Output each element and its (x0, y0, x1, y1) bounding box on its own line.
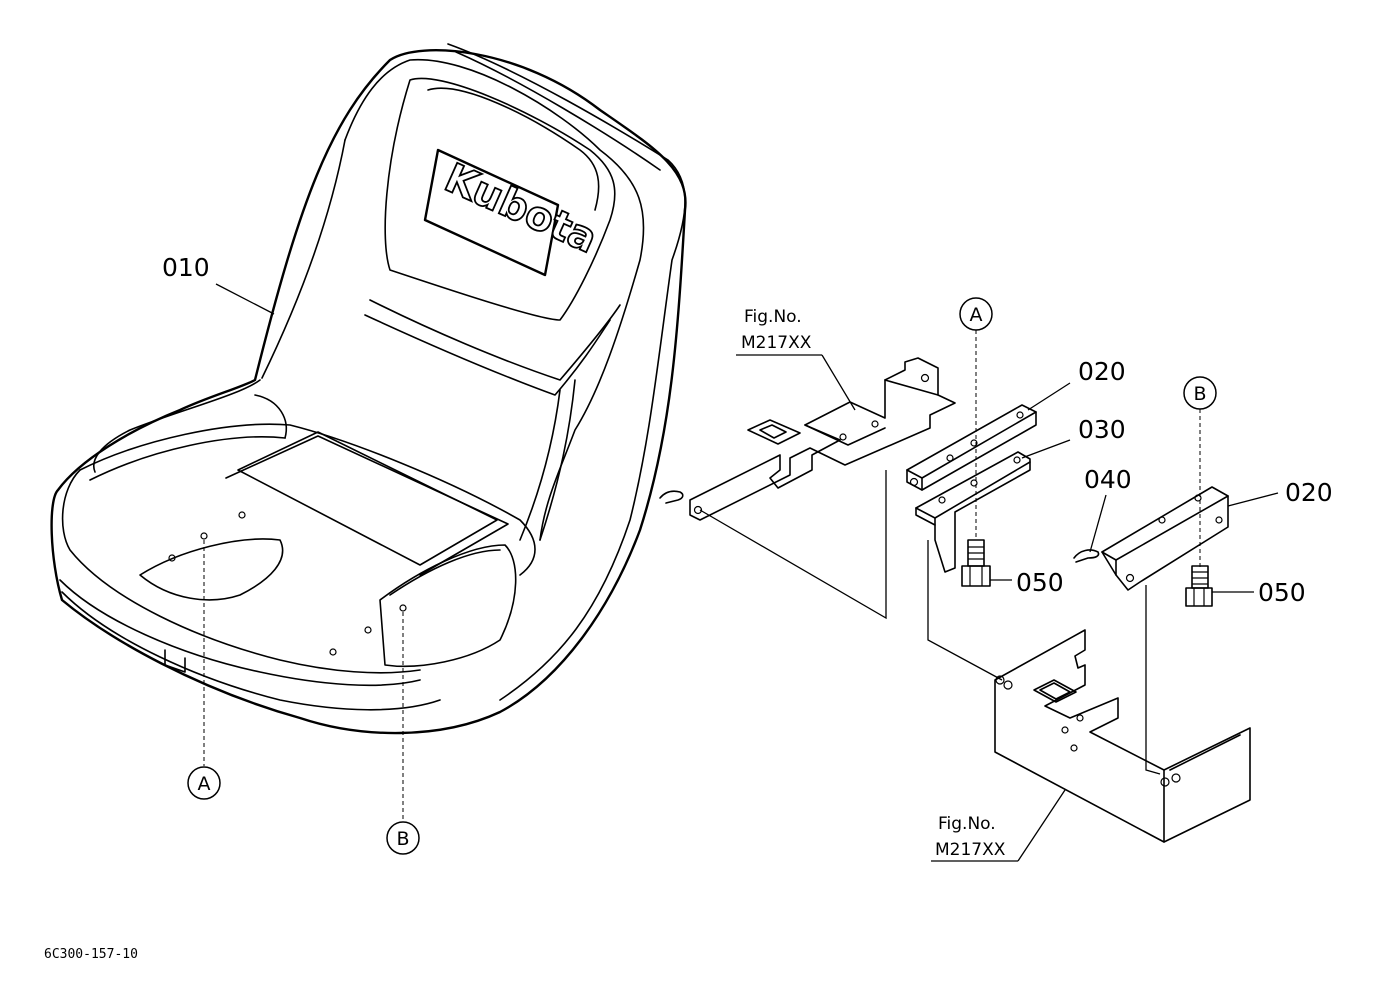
link-line-1 (699, 470, 887, 620)
label-010: 010 (162, 253, 210, 282)
bolt-050-right (1185, 565, 1213, 607)
fig-ref-upper-line1: Fig.No. (744, 307, 802, 327)
label-050-right: 050 (1258, 578, 1306, 607)
seat-logo: Kubota (438, 155, 604, 263)
leader-010 (215, 283, 275, 315)
drawing-code: 6C300-157-10 (44, 947, 138, 962)
lower-frame (994, 629, 1251, 843)
svg-text:B: B (1193, 383, 1206, 405)
bolt-050-left (961, 539, 991, 587)
fig-ref-lower-line2: M217XX (935, 840, 1006, 860)
fig-ref-upper-line2: M217XX (741, 333, 812, 353)
fig-ref-lower-line1: Fig.No. (938, 814, 996, 834)
bracket-020-top (906, 404, 1037, 491)
link-line-2 (927, 540, 1003, 681)
link-line-3 (1145, 585, 1161, 775)
ref-marker-a-seat: A (187, 766, 221, 800)
svg-text:B: B (396, 828, 409, 850)
svg-text:A: A (198, 773, 211, 795)
bracket-030 (915, 451, 1031, 573)
bracket-020-right (1101, 486, 1229, 591)
svg-text:A: A (970, 304, 983, 326)
pin-040 (1073, 549, 1100, 563)
label-030: 030 (1078, 415, 1126, 444)
label-050-left: 050 (1016, 568, 1064, 597)
label-020-top: 020 (1078, 357, 1126, 386)
label-020-right: 020 (1285, 478, 1333, 507)
seat-drawing: Kubota (50, 43, 687, 735)
label-040: 040 (1084, 465, 1132, 494)
upper-frame-bracket (659, 357, 956, 521)
ref-marker-a-bracket: A (959, 297, 993, 331)
ref-marker-b-bracket: B (1183, 376, 1217, 410)
ref-marker-b-seat: B (386, 821, 420, 855)
